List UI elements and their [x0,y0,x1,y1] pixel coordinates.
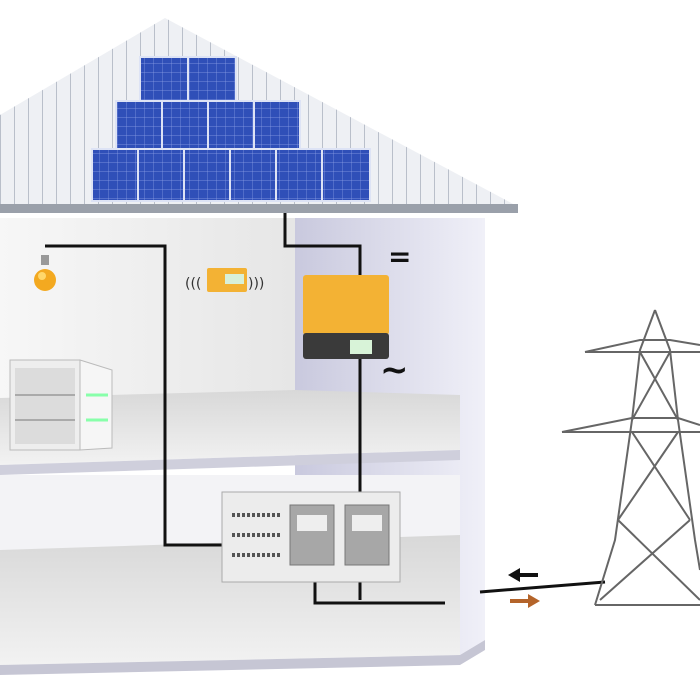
arrow-left-icon [508,568,538,582]
light-bulb-icon [34,255,56,291]
svg-text:))): ))) [248,276,264,292]
electricity-meter-icon [289,504,390,566]
roof-gutter [0,204,518,213]
ac-symbol: ~ [380,350,409,390]
solar-panels-icon [91,56,371,202]
inverter-icon [303,275,389,359]
svg-text:(((: ((( [185,276,201,292]
refrigerator-icon [9,359,113,451]
floor-slab [0,450,460,475]
arrow-right-icon [510,594,540,608]
power-pylon-icon [561,309,700,606]
dc-symbol: = [388,240,412,273]
house-base [0,640,485,675]
wireless-display-icon: ((( ))) [185,268,264,292]
upper-floor [0,390,460,465]
